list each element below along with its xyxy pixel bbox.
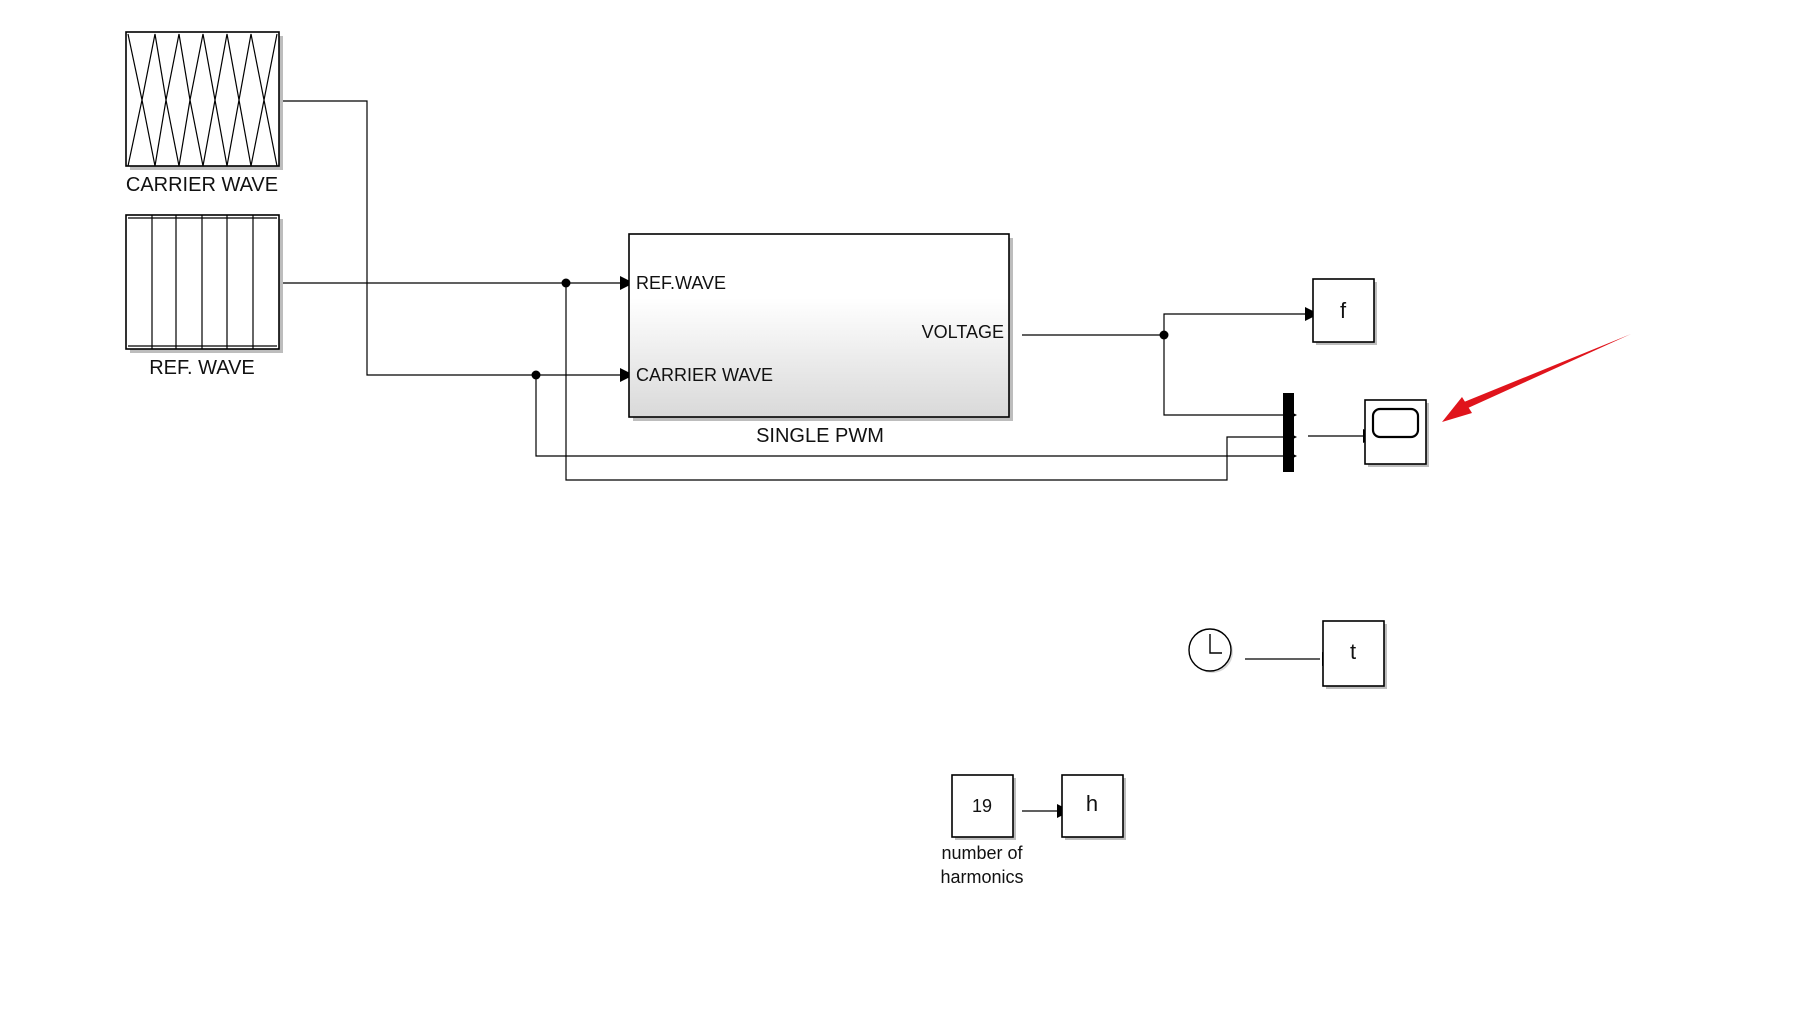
constant-label-line1: number of: [941, 843, 1023, 863]
carrier-input-arrowhead: [620, 368, 634, 382]
voltage-to-f-line[interactable]: [1163, 313, 1305, 335]
scope-block[interactable]: [1364, 399, 1429, 467]
ref-branch-point: [561, 278, 571, 288]
clock-icon: [1209, 634, 1222, 654]
t-variable-name: t: [1350, 639, 1356, 664]
ref-input-arrowhead: [620, 276, 634, 290]
f-variable-name: f: [1340, 298, 1347, 323]
signal-lines: [283, 100, 1377, 818]
ref-wave-block[interactable]: REF. WAVE: [125, 214, 283, 379]
voltage-branch-point: [1159, 330, 1169, 340]
square-wave-icon: [128, 215, 277, 349]
constant-label-line2: harmonics: [940, 867, 1023, 887]
ref-wave-input-port-label: REF.WAVE: [636, 273, 726, 293]
single-pwm-label: SINGLE PWM: [756, 425, 884, 447]
carrier-wave-block[interactable]: CARRIER WAVE: [125, 31, 283, 196]
mux-block[interactable]: [1283, 393, 1294, 472]
single-pwm-subsystem[interactable]: REF.WAVE CARRIER WAVE VOLTAGE SINGLE PWM: [628, 233, 1013, 447]
h-variable-name: h: [1086, 791, 1098, 816]
to-workspace-t-block[interactable]: t: [1322, 620, 1387, 689]
carrier-branch-to-mux-line[interactable]: [535, 375, 1283, 457]
carrier-wave-label: CARRIER WAVE: [126, 174, 278, 196]
carrier-wave-input-port-label: CARRIER WAVE: [636, 365, 773, 385]
to-workspace-f-block[interactable]: f: [1312, 278, 1377, 345]
to-workspace-h-block[interactable]: h: [1061, 774, 1126, 840]
ref-branch-to-mux-line[interactable]: [565, 283, 1283, 481]
scope-screen-icon: [1371, 407, 1420, 439]
clock-block[interactable]: [1188, 628, 1233, 673]
voltage-to-mux-line[interactable]: [1163, 335, 1283, 416]
carrier-branch-point: [531, 370, 541, 380]
f-input-arrowhead: [1305, 307, 1319, 321]
constant-value: 19: [972, 796, 992, 816]
triangle-wave-icon: [127, 33, 278, 101]
voltage-output-port-label: VOLTAGE: [922, 322, 1004, 342]
constant-block[interactable]: 19 number of harmonics: [940, 774, 1024, 887]
ref-wave-label: REF. WAVE: [149, 357, 255, 379]
annotation-arrow: [1442, 334, 1631, 422]
carrier-wave-signal-line[interactable]: [283, 100, 620, 376]
